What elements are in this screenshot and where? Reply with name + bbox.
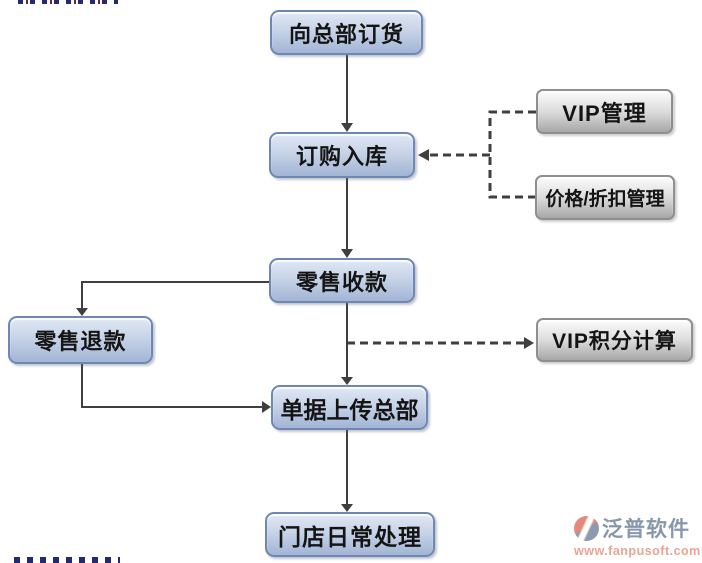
- node-vip-management-label: VIP管理: [562, 100, 647, 126]
- node-upload-to-hq-label: 单据上传总部: [280, 396, 419, 423]
- node-order-from-hq: 向总部订货: [270, 10, 423, 55]
- fanpu-logo-icon: [574, 515, 599, 541]
- arrowhead-down-upload: [341, 377, 353, 385]
- node-upload-to-hq: 单据上传总部: [271, 385, 428, 430]
- arrowhead-down-daily: [341, 504, 353, 512]
- watermark-url: www.fanpusoft.com: [574, 544, 701, 558]
- node-store-daily-processing: 门店日常处理: [265, 512, 435, 557]
- edge-refund-upload: [81, 362, 262, 408]
- node-retail-receipt: 零售收款: [269, 258, 415, 303]
- node-retail-refund-label: 零售退款: [34, 329, 127, 354]
- cropped-text-fragment-top: [18, 0, 118, 4]
- node-vip-management: VIP管理: [536, 89, 673, 134]
- watermark: 泛普软件 www.fanpusoft.com: [574, 513, 701, 558]
- node-order-warehousing-label: 订购入库: [295, 144, 388, 169]
- node-retail-refund: 零售退款: [8, 316, 153, 364]
- edge-receipt-refund: [81, 281, 269, 308]
- arrowhead-right-vippoints: [524, 337, 534, 349]
- node-vip-points-calculation-label: VIP积分计算: [552, 330, 677, 353]
- node-vip-points-calculation: VIP积分计算: [536, 318, 693, 362]
- node-store-daily-processing-label: 门店日常处理: [278, 523, 422, 550]
- node-retail-receipt-label: 零售收款: [295, 269, 388, 295]
- arrowhead-down-refund: [76, 308, 88, 316]
- node-order-warehousing: 订购入库: [269, 132, 415, 178]
- arrowhead-right-upload: [262, 401, 271, 413]
- watermark-brand: 泛普软件: [602, 518, 690, 541]
- cropped-text-fragment-bottom: [14, 557, 120, 563]
- node-price-discount-management: 价格/折扣管理: [535, 175, 675, 220]
- node-order-from-hq-label: 向总部订货: [288, 21, 404, 47]
- arrowhead-down-receipt: [341, 249, 353, 258]
- arrowhead-down-orderin: [341, 123, 353, 132]
- arrowhead-left-orderin: [418, 149, 429, 161]
- edge-vipmgmt-bracket: [488, 110, 536, 199]
- node-price-discount-management-label: 价格/折扣管理: [545, 189, 665, 210]
